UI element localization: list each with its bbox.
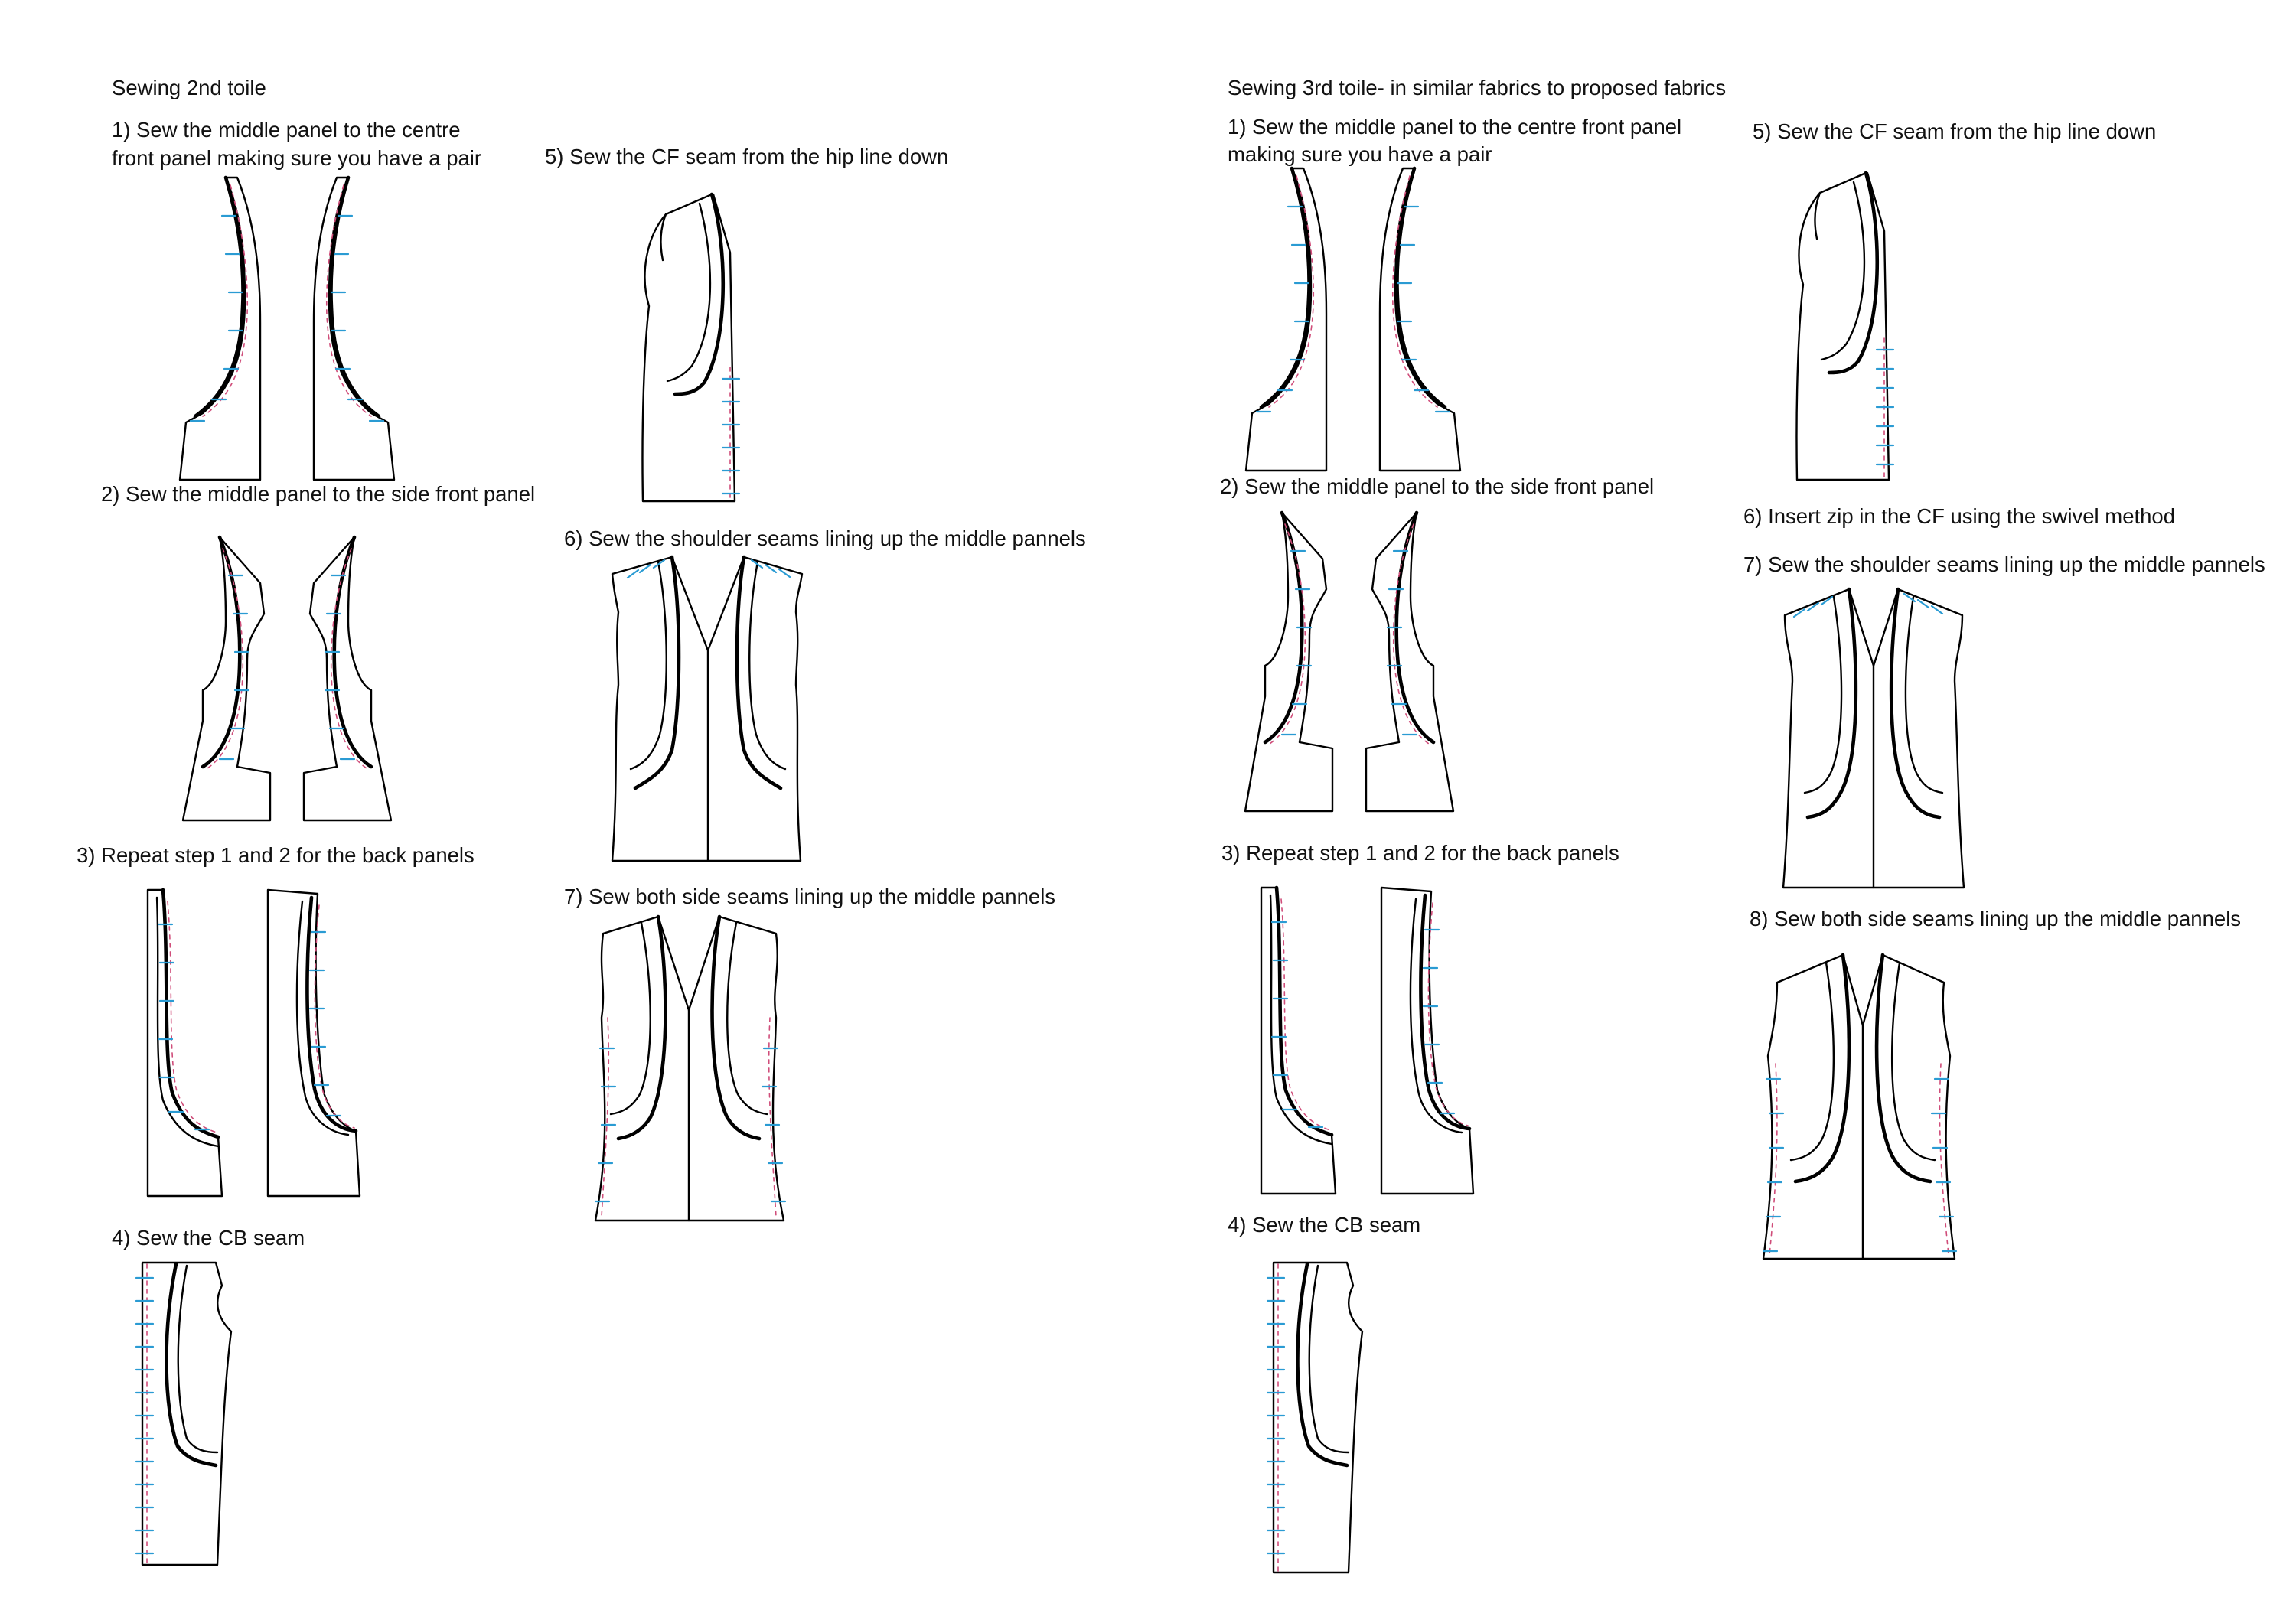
right-panel-piece (302, 535, 393, 822)
left-panel-piece (1244, 166, 1328, 472)
right-panel-piece (1378, 166, 1462, 472)
right-step-1-line-2: making sure you have a pair (1228, 142, 1492, 166)
left-step-2: 2) Sew the middle panel to the side fron… (101, 482, 536, 506)
right-step-6: 6) Insert zip in the CF using the swivel… (1743, 504, 2176, 528)
right-step-4: 4) Sew the CB seam (1228, 1213, 1421, 1237)
right-back-panel-piece (266, 888, 361, 1198)
right-step-4-cb-seam-piece (1266, 1261, 1364, 1574)
right-step-5-cf-seam-piece (1795, 171, 1895, 481)
left-step-4-cb-seam-piece (135, 1261, 233, 1566)
right-panel-piece (1365, 510, 1455, 813)
left-step-1-line-1: 1) Sew the middle panel to the centre (112, 118, 461, 142)
left-title: Sewing 2nd toile (112, 76, 266, 99)
left-step-1-panels-pair (178, 175, 396, 481)
left-panel-piece (1244, 510, 1334, 813)
left-step-6-shoulder-seams-front (611, 555, 804, 862)
right-step-1-line-1: 1) Sew the middle panel to the centre fr… (1228, 115, 1682, 139)
left-panel-piece (181, 535, 272, 822)
left-panel-piece (178, 175, 262, 481)
right-panel-piece (312, 175, 396, 481)
left-step-1-line-2: front panel making sure you have a pair (112, 146, 482, 170)
left-back-panel-piece (1260, 885, 1337, 1195)
left-step-3: 3) Repeat step 1 and 2 for the back pane… (77, 843, 475, 867)
right-title: Sewing 3rd toile- in similar fabrics to … (1228, 76, 1727, 99)
left-step-6: 6) Sew the shoulder seams lining up the … (564, 526, 1086, 550)
right-step-8-side-seams-front (1762, 953, 1958, 1260)
left-step-7-side-seams-front (594, 914, 787, 1222)
right-step-2-panels-pair (1244, 510, 1455, 813)
right-step-3-back-panels-pair (1260, 885, 1475, 1195)
right-step-8: 8) Sew both side seams lining up the mid… (1750, 907, 2242, 930)
left-back-panel-piece (146, 888, 223, 1198)
left-step-3-back-panels-pair (146, 888, 361, 1198)
right-step-1-panels-pair (1244, 166, 1462, 472)
right-step-7: 7) Sew the shoulder seams lining up the … (1743, 552, 2265, 576)
right-back-panel-piece (1380, 886, 1475, 1195)
left-step-5: 5) Sew the CF seam from the hip line dow… (545, 145, 949, 168)
right-step-7-shoulder-seams-front (1782, 587, 1965, 889)
left-step-4: 4) Sew the CB seam (112, 1226, 305, 1250)
left-step-7: 7) Sew both side seams lining up the mid… (564, 885, 1056, 908)
right-step-5: 5) Sew the CF seam from the hip line dow… (1753, 119, 2157, 143)
right-step-3: 3) Repeat step 1 and 2 for the back pane… (1221, 841, 1619, 865)
right-step-2: 2) Sew the middle panel to the side fron… (1220, 474, 1655, 498)
left-step-2-panels-pair (181, 535, 393, 822)
left-step-5-cf-seam-piece (641, 192, 741, 503)
